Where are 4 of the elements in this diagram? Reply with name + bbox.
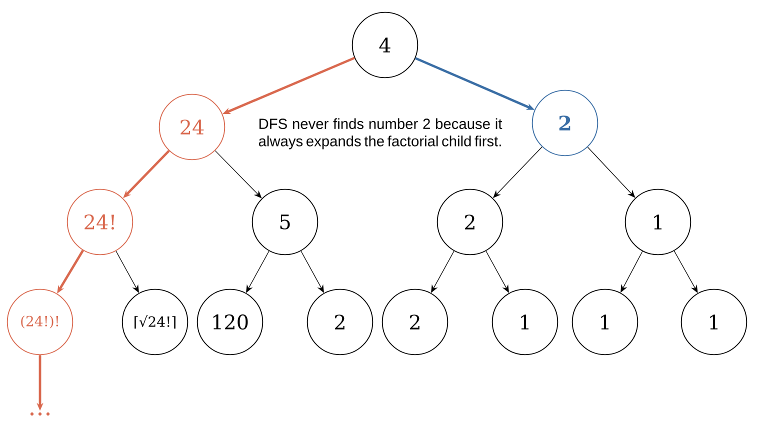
arrow: [587, 146, 636, 198]
note-text: DFS never finds number 2 because it always expands the factorial child first.: [258, 118, 502, 150]
ellipsis-text: …: [30, 412, 50, 416]
arrow: [214, 150, 262, 198]
